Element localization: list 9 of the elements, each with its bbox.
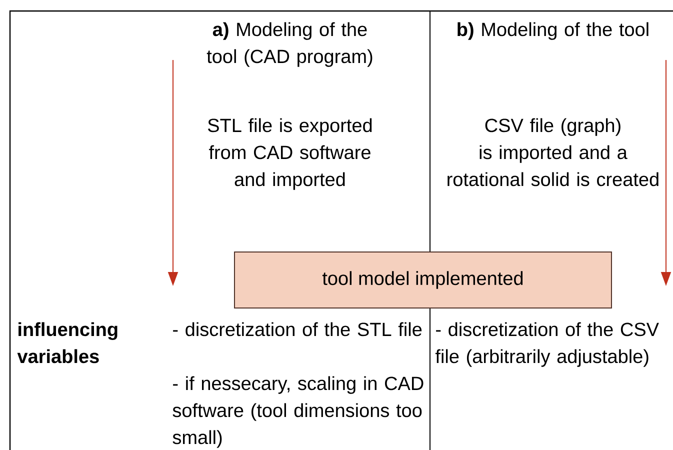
column-heading: a) Modeling of the tool (CAD program) <box>206 22 372 67</box>
process-box: tool model implemented <box>234 252 612 308</box>
step-text: STL file is exported from CAD software and imported <box>208 118 372 190</box>
bullet-text: - discretization of the CSV file (arbitrarily adjustable) <box>435 322 659 367</box>
bullet-text: - if nessecary, scaling in CAD software (tool dimensions too small) <box>172 376 424 448</box>
row-heading: influencing variables <box>17 322 118 364</box>
step-text: CSV file (graph) is imported and a rotational solid is created <box>448 118 658 186</box>
bullet-text: - discretization of the STL file <box>173 322 422 336</box>
column-heading: b) Modeling of the tool <box>458 22 648 40</box>
